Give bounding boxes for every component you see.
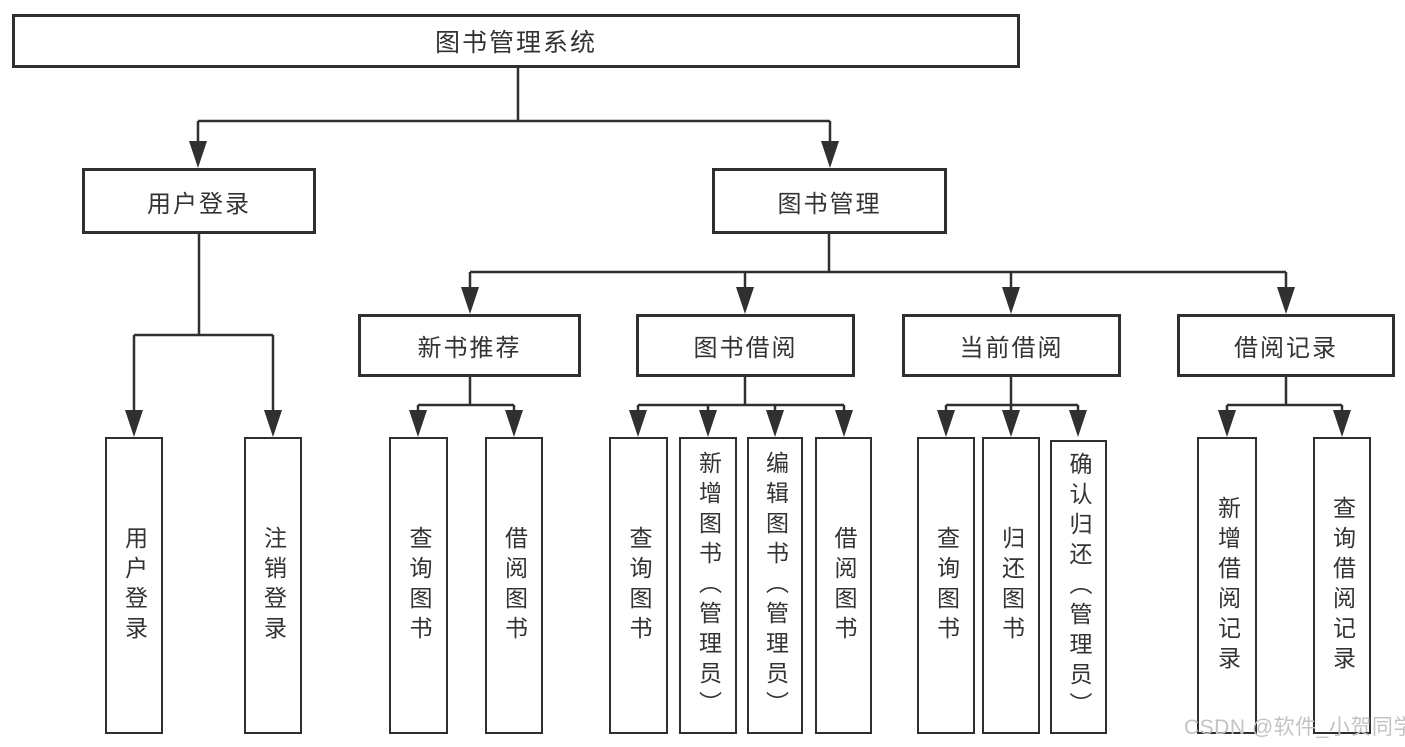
connector-new-book-recommendation-to-children — [409, 377, 523, 437]
node-book-management-label: 图书管理 — [777, 190, 882, 218]
wire — [636, 377, 846, 413]
wire — [1225, 377, 1344, 413]
node-borrow-books-recommend: 借阅图书 — [485, 437, 543, 734]
connector-current-borrowing-to-children — [937, 377, 1087, 437]
node-confirm-return-admin: 确认归还（管理员） — [1050, 440, 1107, 734]
node-edit-book-admin: 编辑图书（管理员） — [747, 437, 803, 734]
arrowhead — [461, 287, 1295, 314]
node-logout: 注销登录 — [244, 437, 302, 734]
arrowhead — [937, 410, 1087, 437]
node-query-borrow-record-label: 查询借阅记录 — [1329, 495, 1356, 676]
watermark-text: CSDN @软件_小贺同学 — [1184, 716, 1405, 739]
node-borrow-books-borrowing-label: 借阅图书 — [831, 525, 857, 646]
arrowhead — [1218, 410, 1351, 437]
node-add-book-admin-label: 新增图书（管理员） — [695, 450, 722, 721]
connector-book-borrowing-to-children — [629, 377, 853, 437]
node-confirm-return-admin-label: 确认归还（管理员） — [1066, 452, 1092, 722]
node-library-management-system-label: 图书管理系统 — [434, 29, 597, 57]
node-query-books-recommend-label: 查询图书 — [406, 525, 432, 646]
node-query-books-current: 查询图书 — [917, 437, 975, 734]
node-new-book-recommendation: 新书推荐 — [358, 314, 581, 377]
node-user-login-label: 用户登录 — [147, 190, 251, 218]
arrowhead — [189, 141, 839, 168]
node-current-borrowing-label: 当前借阅 — [959, 335, 1064, 362]
node-book-management: 图书管理 — [712, 168, 947, 234]
node-query-books-current-label: 查询图书 — [933, 525, 960, 646]
wire — [468, 234, 1288, 290]
node-query-books-recommend: 查询图书 — [389, 437, 448, 734]
node-user-login-action-label: 用户登录 — [121, 525, 148, 646]
node-new-book-recommendation-label: 新书推荐 — [417, 335, 522, 362]
node-query-borrow-record: 查询借阅记录 — [1313, 437, 1371, 734]
arrowhead — [629, 410, 853, 437]
node-book-borrowing: 图书借阅 — [636, 314, 855, 377]
node-add-borrow-record: 新增借阅记录 — [1197, 437, 1257, 734]
node-edit-book-admin-label: 编辑图书（管理员） — [762, 450, 789, 721]
wire — [944, 377, 1080, 413]
node-user-login: 用户登录 — [82, 168, 316, 234]
wire — [196, 67, 832, 143]
node-current-borrowing: 当前借阅 — [902, 314, 1121, 377]
node-add-book-admin: 新增图书（管理员） — [679, 437, 737, 734]
arrowhead — [409, 410, 523, 437]
connector-book-management-to-level3 — [461, 234, 1295, 314]
node-logout-label: 注销登录 — [260, 525, 287, 646]
node-return-book: 归还图书 — [982, 437, 1040, 734]
node-borrow-books-recommend-label: 借阅图书 — [501, 525, 528, 646]
node-borrow-books-borrowing: 借阅图书 — [815, 437, 872, 734]
node-borrowing-records-label: 借阅记录 — [1234, 335, 1338, 362]
connector-root-to-level2 — [189, 67, 839, 168]
wire — [416, 377, 516, 413]
connector-user-login-to-children — [125, 234, 282, 437]
node-return-book-label: 归还图书 — [998, 525, 1025, 646]
node-query-books-borrowing-label: 查询图书 — [626, 525, 652, 646]
connector-borrowing-records-to-children — [1218, 377, 1351, 437]
node-add-borrow-record-label: 新增借阅记录 — [1214, 495, 1241, 676]
wire — [132, 234, 275, 412]
node-query-books-borrowing: 查询图书 — [609, 437, 668, 734]
node-borrowing-records: 借阅记录 — [1177, 314, 1395, 377]
node-user-login-action: 用户登录 — [105, 437, 163, 734]
node-library-management-system: 图书管理系统 — [12, 14, 1020, 68]
arrowhead — [125, 410, 282, 437]
node-book-borrowing-label: 图书借阅 — [693, 335, 798, 362]
